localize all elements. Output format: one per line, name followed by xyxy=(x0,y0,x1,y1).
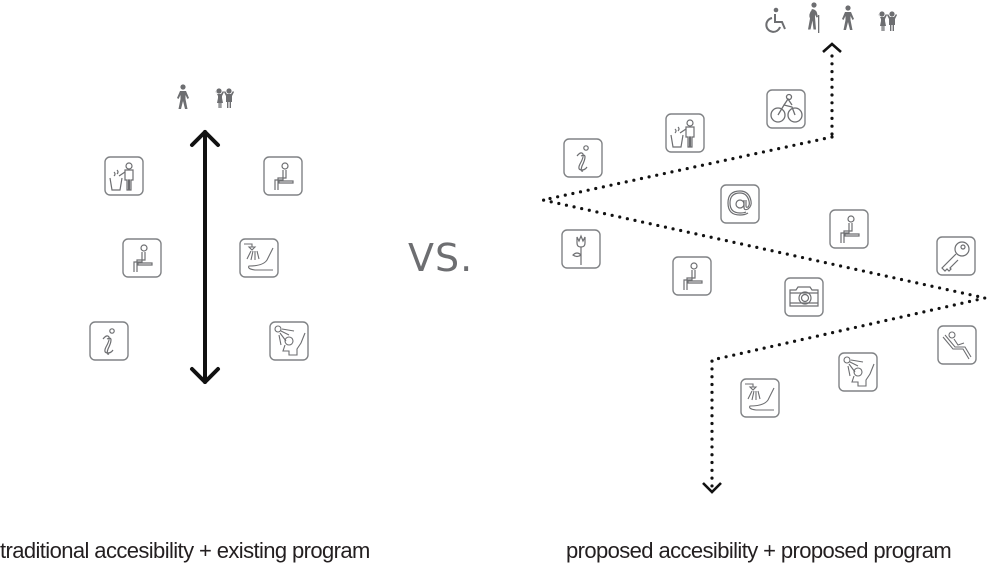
key-icon xyxy=(937,237,975,275)
children-icon xyxy=(215,88,234,108)
trash-bin-icon xyxy=(666,114,704,152)
children-icon xyxy=(878,11,897,31)
left-caption: traditional accesibility + existing prog… xyxy=(0,538,370,563)
right-panel xyxy=(542,2,986,494)
info-icon xyxy=(90,322,128,360)
bicycle-icon xyxy=(767,90,805,128)
foot-shower-icon xyxy=(741,379,779,417)
vs-label: VS. xyxy=(408,236,474,280)
seat-icon xyxy=(264,157,302,195)
arrowhead-down xyxy=(702,482,722,494)
bidirectional-arrow xyxy=(190,130,220,384)
seat-icon xyxy=(123,239,161,277)
camera-icon xyxy=(785,278,823,316)
shower-icon xyxy=(270,322,308,360)
shower-icon xyxy=(839,353,877,391)
recliner-icon xyxy=(938,326,976,364)
flower-icon xyxy=(562,230,600,268)
wheelchair-user-icon xyxy=(765,6,786,33)
left-panel xyxy=(90,84,308,384)
info-icon xyxy=(564,139,602,177)
dotted-zigzag-path xyxy=(542,42,986,494)
elderly-person-icon xyxy=(808,2,820,33)
pedestrian-icon xyxy=(177,84,189,109)
arrowhead-up xyxy=(822,42,842,53)
at-sign-icon xyxy=(721,185,759,223)
pedestrian-icon xyxy=(842,5,854,30)
trash-bin-icon xyxy=(105,157,143,195)
seat-icon xyxy=(673,257,711,295)
seat-icon xyxy=(830,210,868,248)
right-caption: proposed accesibility + proposed program xyxy=(566,538,952,563)
foot-shower-icon xyxy=(240,239,278,277)
